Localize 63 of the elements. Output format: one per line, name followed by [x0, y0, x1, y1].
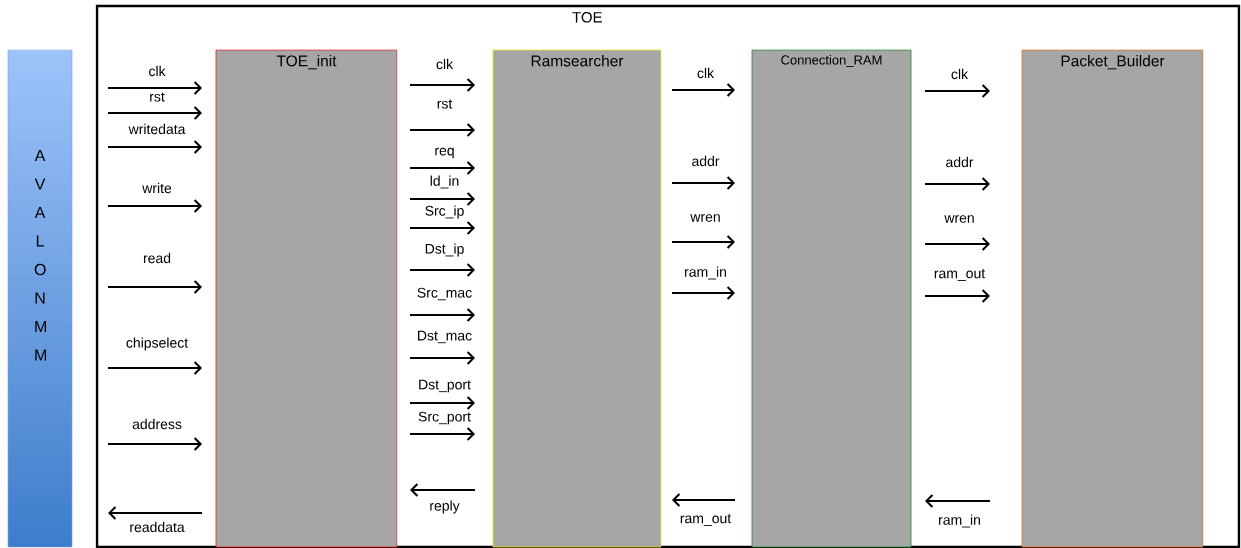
arrow: [671, 286, 735, 300]
edge-label: Dst_port: [419, 379, 471, 393]
edge-label: req: [435, 147, 454, 159]
arrow: [410, 483, 476, 497]
arrow: [671, 176, 735, 190]
arrow: [672, 493, 736, 507]
arrow: [108, 506, 203, 520]
edge-label: ld_in: [430, 175, 459, 189]
edge-label: wren: [944, 215, 974, 223]
edge-label: rst: [150, 92, 165, 102]
edge-label: read: [143, 252, 171, 264]
edge-label: Src_port: [418, 411, 471, 425]
arrow: [409, 192, 475, 206]
edge-label: Dst_ip: [425, 243, 464, 257]
arrow: [409, 161, 475, 175]
arrow: [409, 123, 475, 137]
edge-label: ram_out: [934, 269, 986, 281]
bus-bar: A V A L O N M M: [7, 49, 73, 548]
edge-label: addr: [946, 156, 974, 168]
edge-label: ram_out: [680, 514, 732, 526]
arrow: [671, 83, 735, 97]
edge-label: clk: [697, 67, 715, 79]
arrow: [107, 280, 202, 294]
edge-label: ram_in: [685, 266, 726, 280]
edge-label: wren: [690, 214, 720, 222]
arrow: [409, 78, 475, 92]
arrow: [924, 177, 990, 191]
edge-label: chipselect: [126, 337, 189, 351]
arrow: [107, 81, 202, 95]
arrow: [671, 235, 735, 249]
edge-label: reply: [430, 500, 460, 514]
edge-label: Dst_mac: [418, 330, 472, 344]
module-block: Ramsearcher: [492, 49, 662, 548]
edge-label: rst: [437, 99, 453, 109]
edge-label: Src_ip: [425, 205, 464, 219]
edge-label: writedata: [128, 123, 186, 135]
edge-label: write: [142, 182, 172, 194]
arrow: [107, 106, 202, 120]
edge-label: readdata: [130, 521, 185, 533]
edge-label: Src_mac: [417, 287, 472, 301]
arrow: [924, 289, 990, 303]
arrow: [409, 427, 475, 441]
arrow: [107, 437, 202, 451]
arrow: [924, 84, 990, 98]
edge-label: clk: [951, 68, 969, 80]
arrow: [107, 361, 202, 375]
arrow: [107, 199, 202, 213]
module-block: TOE_init: [215, 49, 398, 548]
edge-label: addr: [692, 155, 720, 167]
arrow: [924, 237, 990, 251]
arrow: [925, 494, 991, 508]
arrow: [409, 308, 475, 322]
arrow: [107, 140, 202, 154]
edge-label: clk: [149, 65, 166, 77]
arrow: [409, 351, 475, 365]
module-block: Connection_RAM: [751, 49, 912, 548]
edge-label: address: [132, 418, 182, 430]
edge-label: clk: [436, 58, 454, 70]
module-block: Packet_Builder: [1021, 49, 1204, 548]
arrow: [409, 221, 475, 235]
edge-label: ram_in: [939, 514, 980, 528]
arrow: [409, 263, 475, 277]
arrow: [409, 396, 475, 410]
